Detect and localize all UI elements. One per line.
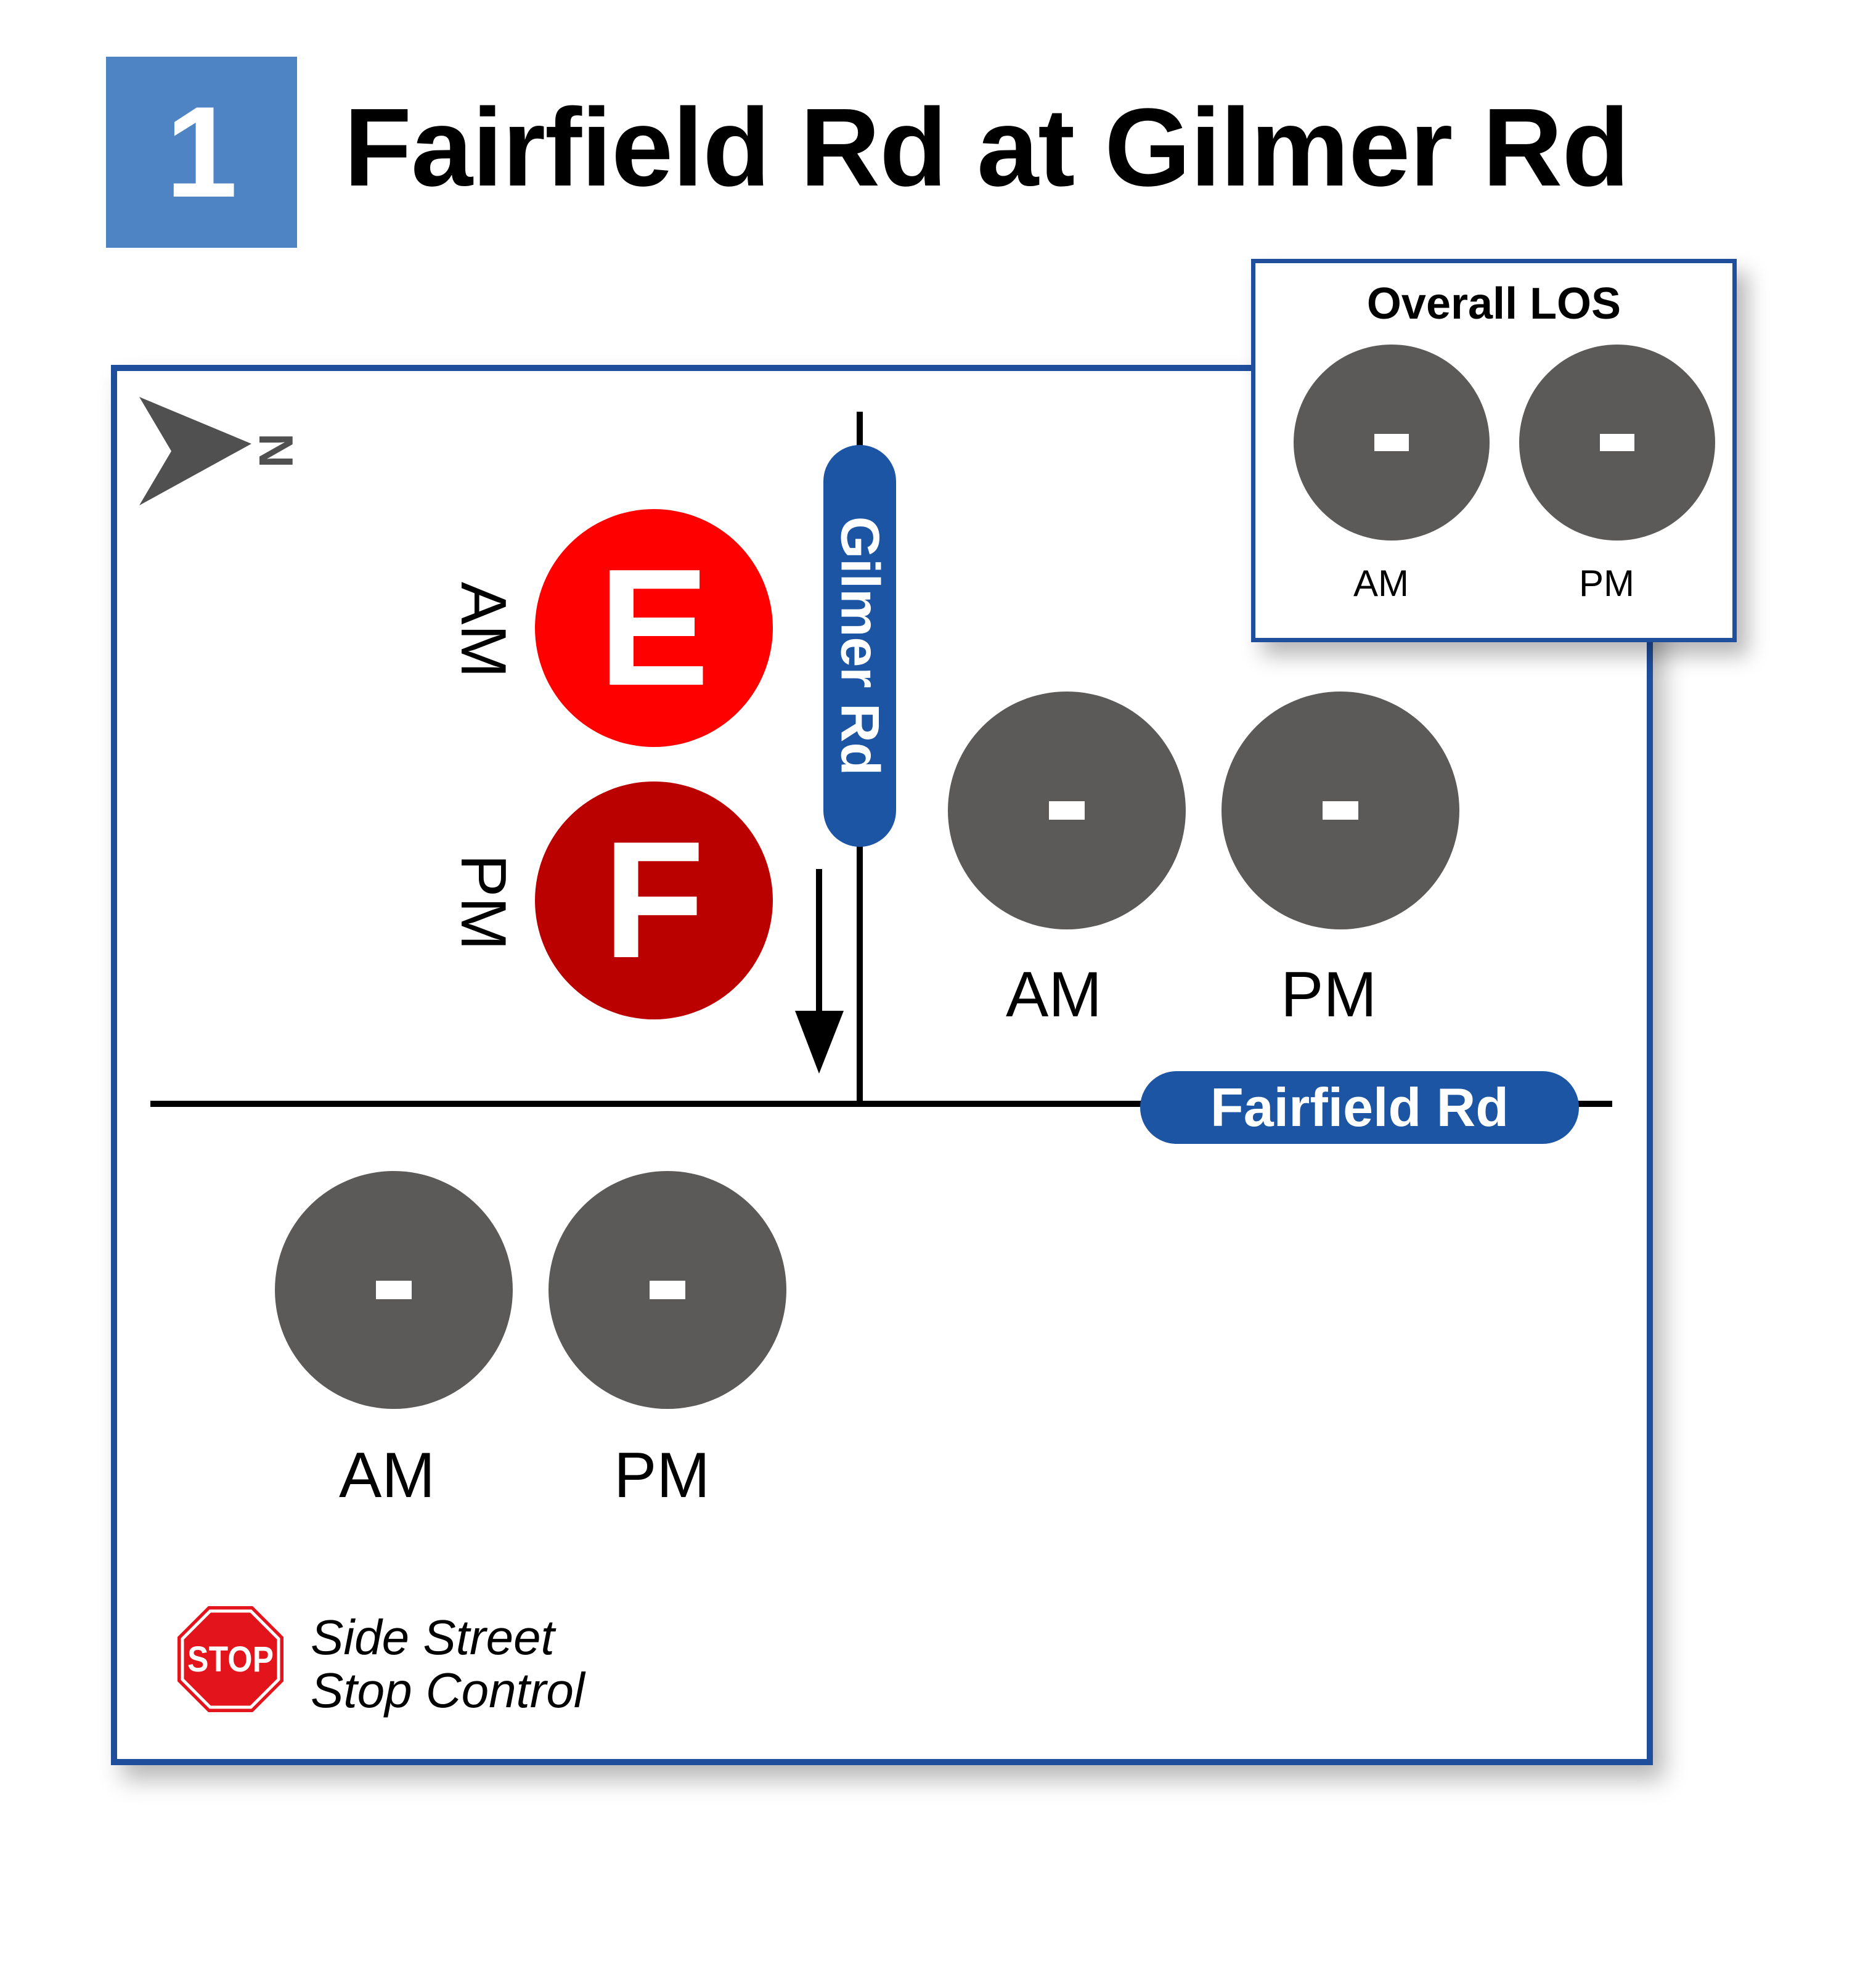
southbound-arrow-icon [795, 869, 844, 1074]
overall-am-label: AM [1353, 563, 1409, 604]
no-value-dash [1600, 434, 1634, 451]
no-value-dash [376, 1281, 412, 1299]
fairfield-road-label: Fairfield Rd [1140, 1071, 1579, 1144]
legend-line-1: Side Street [311, 1610, 555, 1665]
overall-pm-los-circle [1519, 345, 1715, 541]
gilmer-road-label: Gilmer Rd [823, 445, 896, 847]
overall-los-title: Overall LOS [1366, 279, 1621, 328]
overall-am-los-circle [1294, 345, 1490, 541]
stop-sign-text: STOP [187, 1639, 274, 1679]
overall-pm-label: PM [1579, 563, 1634, 604]
no-value-dash [650, 1281, 685, 1299]
stop-sign-icon: STOP [177, 1606, 283, 1712]
west-pm-label: PM [614, 1440, 710, 1511]
southbound-pm-label: PM [447, 854, 519, 950]
north-arrow-icon [139, 397, 251, 505]
east-am-label: AM [1006, 959, 1102, 1030]
southbound-am-label: AM [447, 582, 519, 678]
west-pm-los-circle [549, 1171, 786, 1409]
page-title: Fairfield Rd at Gilmer Rd [344, 86, 1629, 210]
no-value-dash [1049, 801, 1085, 820]
east-pm-label: PM [1281, 959, 1377, 1030]
west-am-los-circle [275, 1171, 513, 1409]
no-value-dash [1323, 801, 1358, 820]
overall-los-panel: Overall LOS AM PM [1251, 259, 1737, 642]
no-value-dash [1374, 434, 1409, 451]
north-label: N [249, 433, 304, 468]
intersection-number-badge: 1 [106, 57, 297, 248]
legend-line-2: Stop Control [311, 1663, 585, 1718]
east-pm-los-circle [1221, 692, 1459, 929]
gilmer-road-name: Gilmer Rd [830, 516, 891, 776]
legend-text: Side Street Stop Control [311, 1611, 585, 1717]
west-am-label: AM [339, 1440, 435, 1511]
fairfield-road-line [150, 1101, 1612, 1107]
southbound-pm-los-circle: F [535, 781, 773, 1019]
southbound-am-los-circle: E [535, 509, 773, 747]
east-am-los-circle [948, 692, 1186, 929]
